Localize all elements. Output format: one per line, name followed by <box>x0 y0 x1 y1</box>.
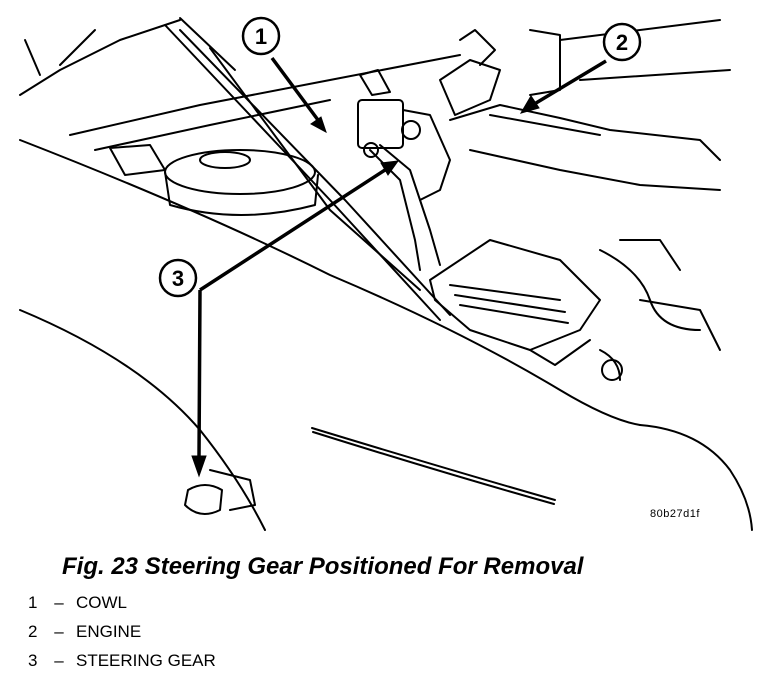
strut-tower <box>164 149 316 195</box>
legend-item-text: STEERING GEAR <box>76 651 216 670</box>
legend-item: 3–STEERING GEAR <box>28 651 216 680</box>
leader-arrow-3b <box>191 455 207 478</box>
fender-crease <box>311 427 556 501</box>
cowl-panel <box>19 19 181 96</box>
callout-2-label: 2 <box>616 30 628 55</box>
legend-item-separator: – <box>54 622 64 641</box>
callout-2: 2 <box>602 22 642 62</box>
engine-block <box>449 104 721 161</box>
intake-box <box>429 239 601 351</box>
leader-line-1 <box>270 56 320 122</box>
figure-reference-code: 80b27d1f <box>650 508 700 520</box>
leader-arrow-1 <box>310 116 327 134</box>
legend-item-separator: – <box>54 651 64 670</box>
figure-caption: Fig. 23 Steering Gear Positioned For Rem… <box>62 553 584 580</box>
engine-bay-illustration: 1 2 3 <box>19 16 753 531</box>
steering-gear-box <box>357 99 404 149</box>
legend-item-number: 1 <box>28 593 38 612</box>
legend-item: 2–ENGINE <box>28 622 216 651</box>
legend-item: 1–COWL <box>28 593 216 622</box>
callout-1-label: 1 <box>255 24 267 49</box>
leader-line-3 <box>197 168 386 459</box>
legend-list: 1–COWL 2–ENGINE 3–STEERING GEAR <box>28 593 216 680</box>
leader-line-2 <box>535 59 607 105</box>
legend-item-text: COWL <box>76 593 127 612</box>
legend-item-separator: – <box>54 593 64 612</box>
fender-line <box>19 139 641 426</box>
callout-3-label: 3 <box>172 266 184 291</box>
legend-item-number: 2 <box>28 622 38 641</box>
leader-arrow-2 <box>519 95 540 114</box>
hood-prop-rod <box>164 24 441 321</box>
callout-1: 1 <box>241 16 281 56</box>
callout-3: 3 <box>158 258 198 298</box>
legend-item-text: ENGINE <box>76 622 142 641</box>
cowl-top-edge <box>69 54 461 136</box>
leader-arrow-3a <box>380 160 400 176</box>
legend-item-number: 3 <box>28 651 38 670</box>
